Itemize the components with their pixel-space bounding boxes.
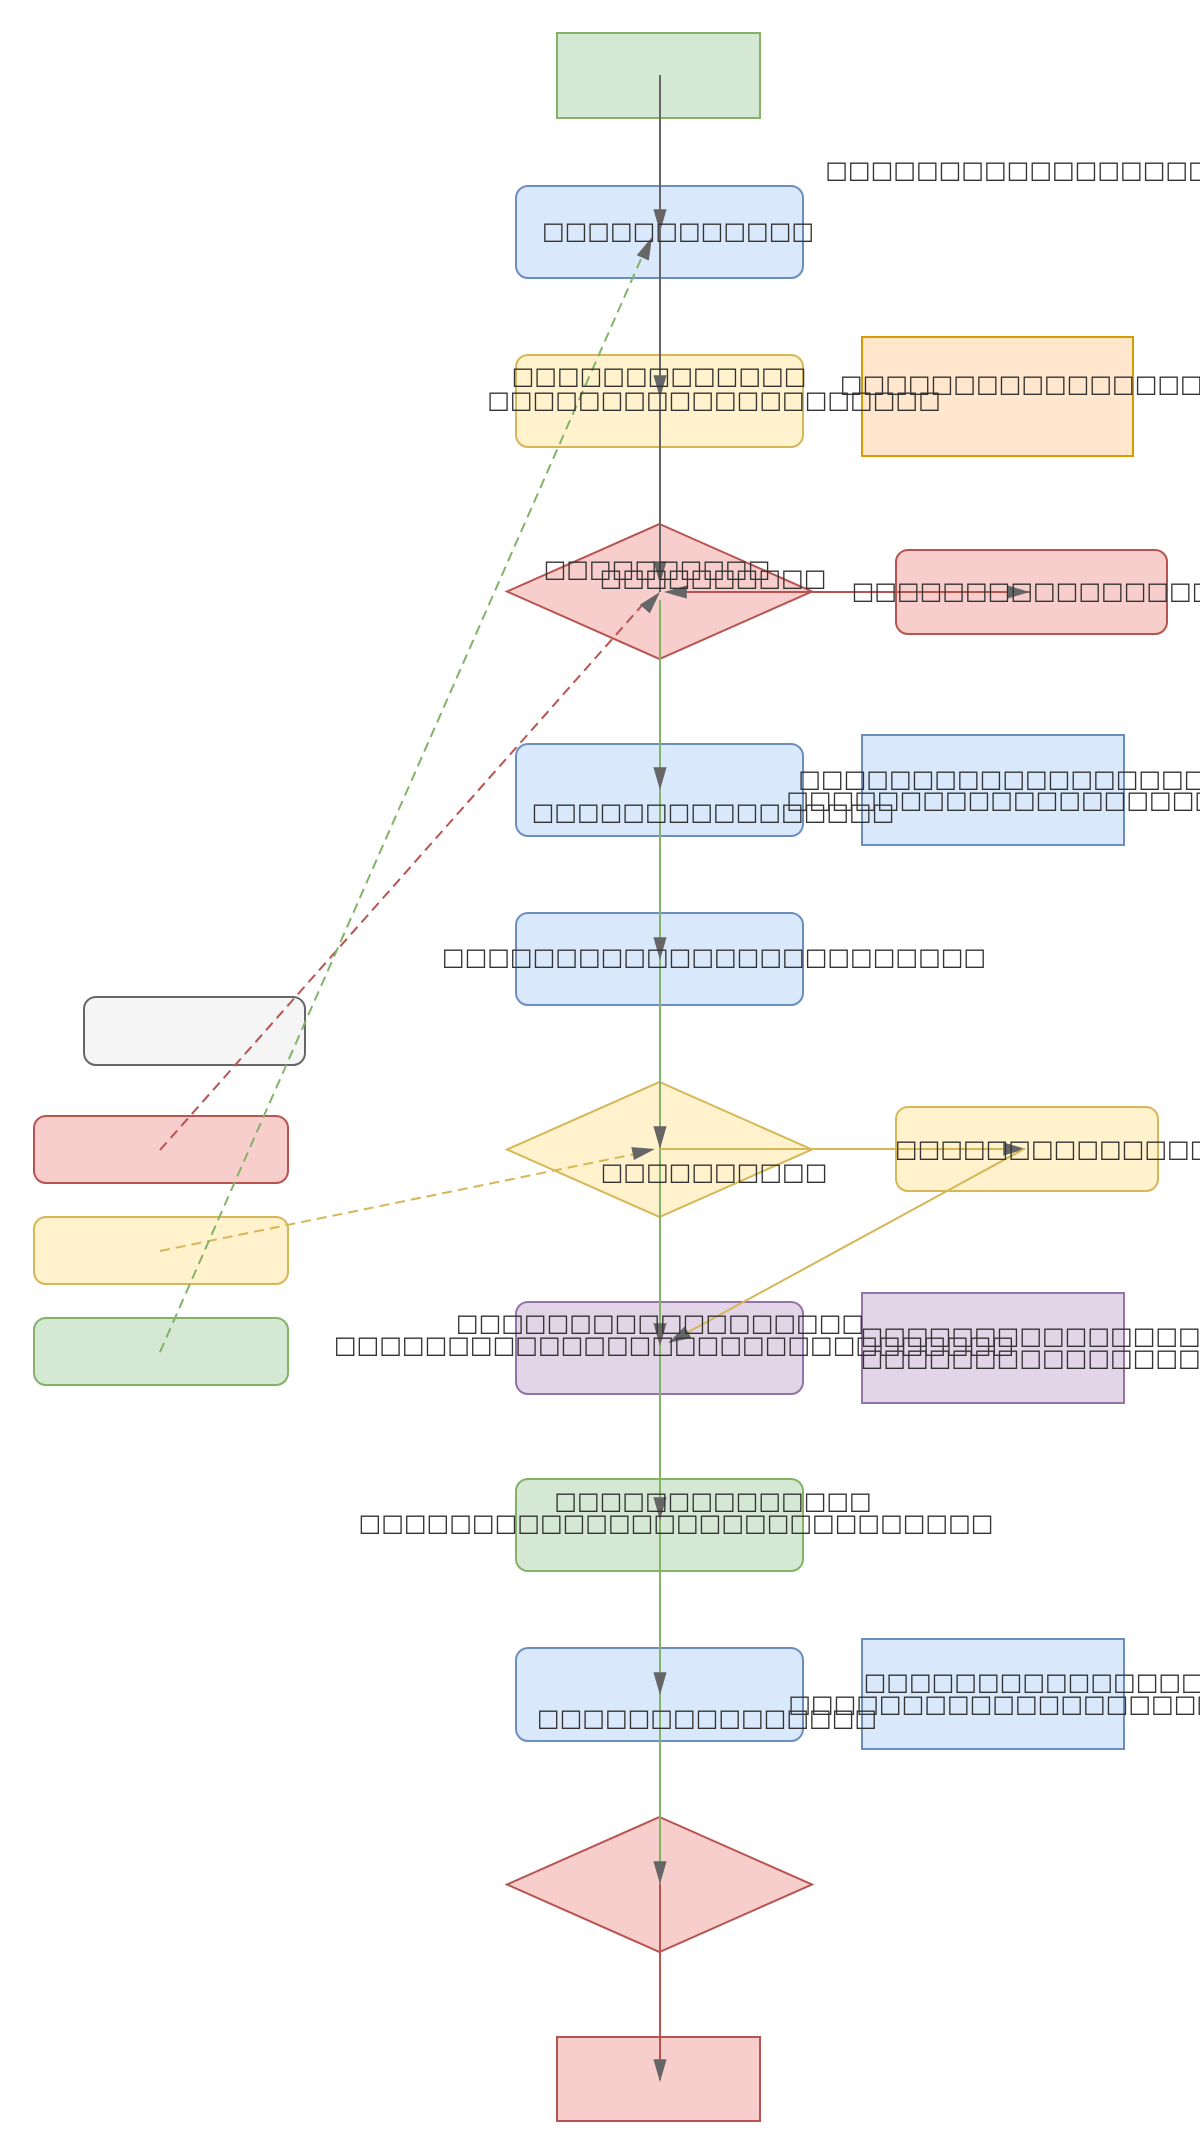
decision1-label: □□□□□□□□□□ (544, 555, 771, 583)
arrowhead-icon (1003, 1142, 1026, 1156)
step3-label: □□□□□□□□□□□□□□□□ (532, 798, 895, 826)
note-blue2-label: □□□□□□□□□□□□□□□□□□□□□□□ (788, 1690, 1200, 1718)
note-blue1-label: □□□□□□□□□□□□□□□□□□□□ (798, 765, 1200, 793)
arrowhead-icon (664, 585, 687, 599)
legend-grey-box[interactable] (83, 996, 306, 1066)
arrowhead-icon (653, 1861, 667, 1884)
step2-label: □□□□□□□□□□□□□□□□□□□□ (487, 386, 941, 414)
arrowhead-icon (653, 2059, 667, 2082)
arrowhead-icon (653, 375, 667, 398)
note-purple-label: □□□□□□□□□□□□□□□□ (861, 1344, 1200, 1372)
decision1-label: □□□□□□□□□□ (600, 564, 827, 592)
arrowhead-icon (653, 561, 667, 584)
arrowhead-icon (1007, 585, 1030, 599)
arrowhead-icon (639, 592, 660, 614)
edge-legend-red-to-decision1[interactable] (159, 601, 646, 1151)
annotation-note-purple[interactable] (861, 1292, 1125, 1404)
note-blue2-label: □□□□□□□□□□□□□□□□ (864, 1668, 1200, 1696)
arrowhead-icon (653, 767, 667, 790)
side-yellow-label: □□□□□□□□□□□□□□□ (895, 1135, 1200, 1163)
side-red-label: □□□□□□□□□□□□□□□□ (852, 577, 1200, 605)
arrowhead-icon (653, 209, 667, 232)
note-blue1-label: □□□□□□□□□□□□□□□□□□□□□□□ (786, 786, 1200, 814)
step5-label: □□□□□□□□□□□□□□□□□□ (456, 1309, 864, 1337)
arrowhead-icon (653, 1672, 667, 1695)
note-top-label: □□□□□□□□□□□□□□□□□□□□ (825, 156, 1200, 184)
step1-label: □□□□□□□□□□□□ (542, 217, 814, 245)
note-orange-label: □□□□□□□□□□□□□□□□□□ (840, 370, 1200, 398)
end-node-end[interactable] (556, 2036, 761, 2122)
note-purple-label: □□□□□□□□□□□□□□□□ (861, 1322, 1200, 1350)
start-node-start[interactable] (556, 32, 761, 119)
annotation-note-blue2[interactable] (861, 1638, 1125, 1750)
decision2-label: □□□□□□□□□□ (601, 1158, 828, 1186)
step4-label: □□□□□□□□□□□□□□□□□□□□□□□□ (442, 943, 986, 971)
step5-label: □□□□□□□□□□□□□□□□□□□□□□□□□□□□□□ (334, 1331, 1014, 1359)
arrowhead-icon (631, 1147, 655, 1161)
step2-label: □□□□□□□□□□□□□ (512, 362, 807, 390)
arrowhead-icon (636, 237, 652, 261)
edge-legend-green-to-step1[interactable] (159, 249, 646, 1353)
arrowhead-icon (668, 1326, 692, 1343)
annotation-note-blue1[interactable] (861, 734, 1125, 846)
edge-legend-yellow-to-decision2[interactable] (159, 1152, 641, 1252)
step6-label: □□□□□□□□□□□□□□ (554, 1487, 871, 1515)
step6-label: □□□□□□□□□□□□□□□□□□□□□□□□□□□□ (359, 1509, 994, 1537)
edge-step5-to-side-yellow[interactable] (669, 1148, 1025, 1343)
step7-label: □□□□□□□□□□□□□□□ (537, 1704, 877, 1732)
arrowhead-icon (653, 1323, 667, 1346)
annotation-note-orange[interactable] (861, 336, 1134, 457)
arrowhead-icon (653, 1126, 667, 1149)
arrowhead-icon (653, 937, 667, 960)
arrowhead-icon (653, 1497, 667, 1520)
